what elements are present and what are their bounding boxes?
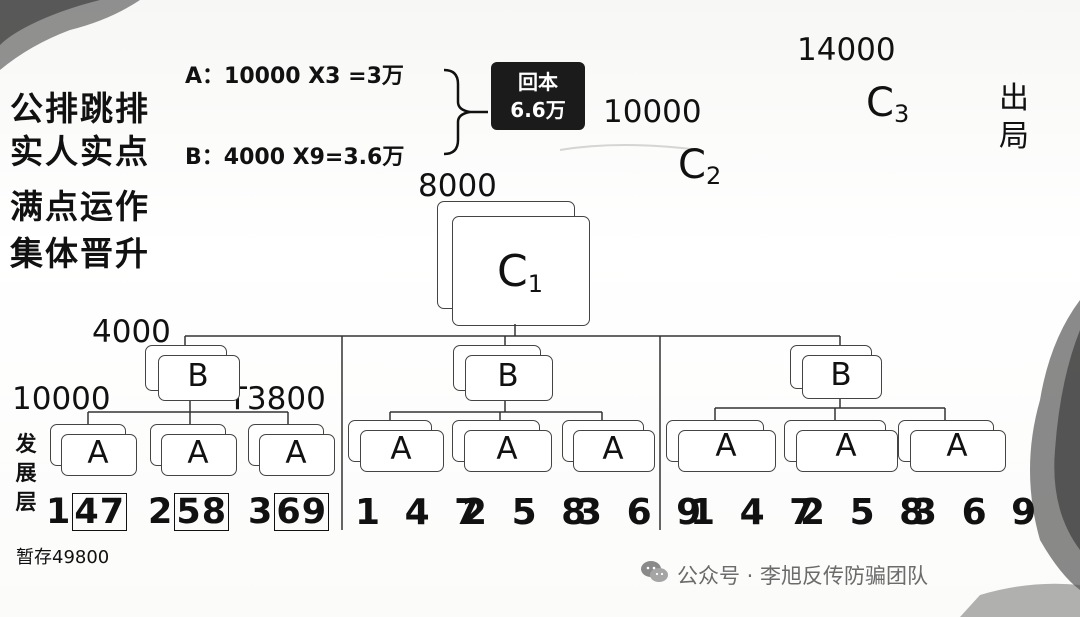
watermark-text: 公众号 · 李旭反传防骗团队 <box>677 564 929 588</box>
node-b-1-label: B <box>187 358 209 394</box>
wechat-icon <box>641 561 668 582</box>
node-a-8-label: A <box>835 428 857 464</box>
group3-seq-369: 3 6 9 <box>912 492 1043 533</box>
node-b-3-label: B <box>830 357 852 393</box>
c1-box <box>452 216 590 326</box>
slogan-line-1: 公排跳排 <box>10 89 150 128</box>
node-a-4-label: A <box>390 431 412 467</box>
slogan-line-3: 满点运作 <box>10 187 150 226</box>
c1-label: C1 <box>497 246 544 298</box>
node-a-7-label: A <box>715 428 737 464</box>
c1-value: 8000 <box>418 168 497 204</box>
node-b-3 <box>802 355 882 399</box>
c3-label: C3 <box>866 80 910 128</box>
node-a-6-label: A <box>602 431 624 467</box>
node-a-8 <box>796 430 898 472</box>
group1-digits-369: 369 <box>248 492 330 532</box>
exit-label: 出局 <box>999 81 1029 154</box>
c2-value: 10000 <box>603 94 702 130</box>
temp-storage-label: 暂存49800 <box>16 547 110 568</box>
formula-brace <box>443 68 488 156</box>
slogan-line-4: 集体晋升 <box>10 234 150 273</box>
node-a-2-label: A <box>187 435 209 471</box>
group3-seq-258: 2 5 8 <box>800 492 931 533</box>
node-b-2-label: B <box>497 358 519 394</box>
group3-seq-147: 1 4 7 <box>690 492 821 533</box>
node-a-3-label: A <box>285 435 307 471</box>
node-a-4 <box>360 430 444 472</box>
node-a-9 <box>910 430 1006 472</box>
node-a-3 <box>259 434 335 476</box>
node-a-2 <box>161 434 237 476</box>
b-value: 4000 <box>92 314 171 350</box>
node-a-7 <box>678 430 776 472</box>
node-a-1 <box>61 434 137 476</box>
formula-b: B：4000 X9=3.6万 <box>185 145 405 170</box>
a-value: 10000 <box>12 381 111 417</box>
c3-value: 14000 <box>797 32 896 68</box>
node-a-1-label: A <box>87 435 109 471</box>
node-a-5-label: A <box>496 431 518 467</box>
payback-line-2: 6.6万 <box>510 98 566 122</box>
node-a-5 <box>464 430 552 472</box>
node-b-1 <box>158 355 240 401</box>
payback-line-1: 回本 <box>518 70 558 94</box>
group2-seq-147: 1 4 7 <box>355 492 486 533</box>
payback-badge: 回本 6.6万 <box>491 62 585 130</box>
group1-digits-258: 258 <box>148 492 230 532</box>
t-value: T3800 <box>228 381 326 417</box>
formula-a: A：10000 X3 =3万 <box>185 64 404 89</box>
c2-label: C2 <box>678 142 722 190</box>
slogan-line-2: 实人实点 <box>10 132 150 171</box>
group2-seq-369: 3 6 9 <box>577 492 708 533</box>
node-a-9-label: A <box>946 428 968 464</box>
dev-layer-label: 发展层 <box>15 432 37 514</box>
node-a-6 <box>573 430 655 472</box>
group2-seq-258: 2 5 8 <box>462 492 593 533</box>
node-b-2 <box>465 355 553 401</box>
group1-digits-147: 147 <box>46 492 128 532</box>
